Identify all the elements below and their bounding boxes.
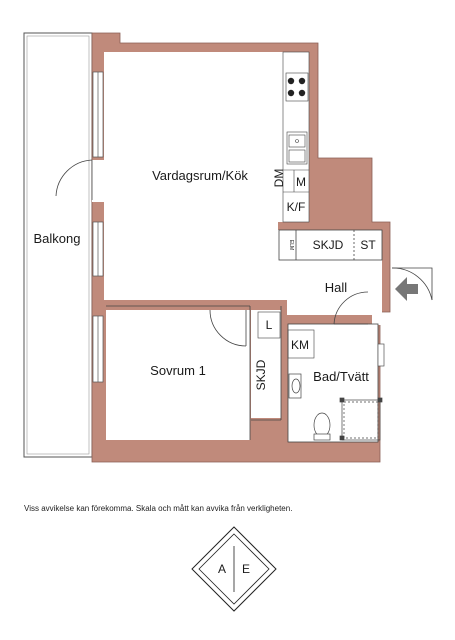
fixture-label-electrical: ELM — [288, 240, 294, 250]
balcony — [23, 32, 93, 458]
washbasin-icon — [288, 373, 302, 399]
shower-icon — [339, 397, 383, 441]
toilet-icon — [313, 412, 331, 441]
logo-letter-right: E — [242, 562, 250, 576]
partitions — [106, 229, 383, 443]
fixture-label-storage: ST — [360, 238, 376, 252]
windows — [92, 71, 385, 383]
room-label-living: Vardagsrum/Kök — [152, 168, 248, 183]
room-label-bathroom: Bad/Tvätt — [313, 369, 369, 384]
fixture-label-closet-bedroom: SKJD — [254, 359, 268, 390]
disclaimer-text: Viss avvikelse kan förekomma. Skala och … — [24, 504, 293, 513]
room-label-balcony: Balkong — [34, 231, 81, 246]
fixture-label-microwave: M — [296, 175, 306, 189]
sink-icon — [286, 131, 308, 165]
washing-machine — [287, 329, 315, 359]
logo-letter-left: A — [218, 562, 226, 576]
room-label-bedroom: Sovrum 1 — [150, 363, 206, 378]
logo: A E — [191, 526, 277, 612]
fixture-label-washing-machine: KM — [291, 338, 309, 352]
room-label-hall: Hall — [325, 280, 348, 295]
fixture-label-closet-hall: SKJD — [313, 238, 344, 252]
fixture-label-linen: L — [266, 318, 273, 332]
entrance-arrow-icon — [395, 277, 418, 301]
kitchen-counter — [283, 169, 309, 193]
floors — [104, 51, 382, 442]
fixture-label-dishwasher: DM — [272, 169, 286, 188]
stove-icon — [285, 72, 309, 102]
linen-closet — [257, 311, 281, 339]
doors — [55, 159, 433, 347]
fixture-label-fridge: K/F — [287, 200, 306, 214]
